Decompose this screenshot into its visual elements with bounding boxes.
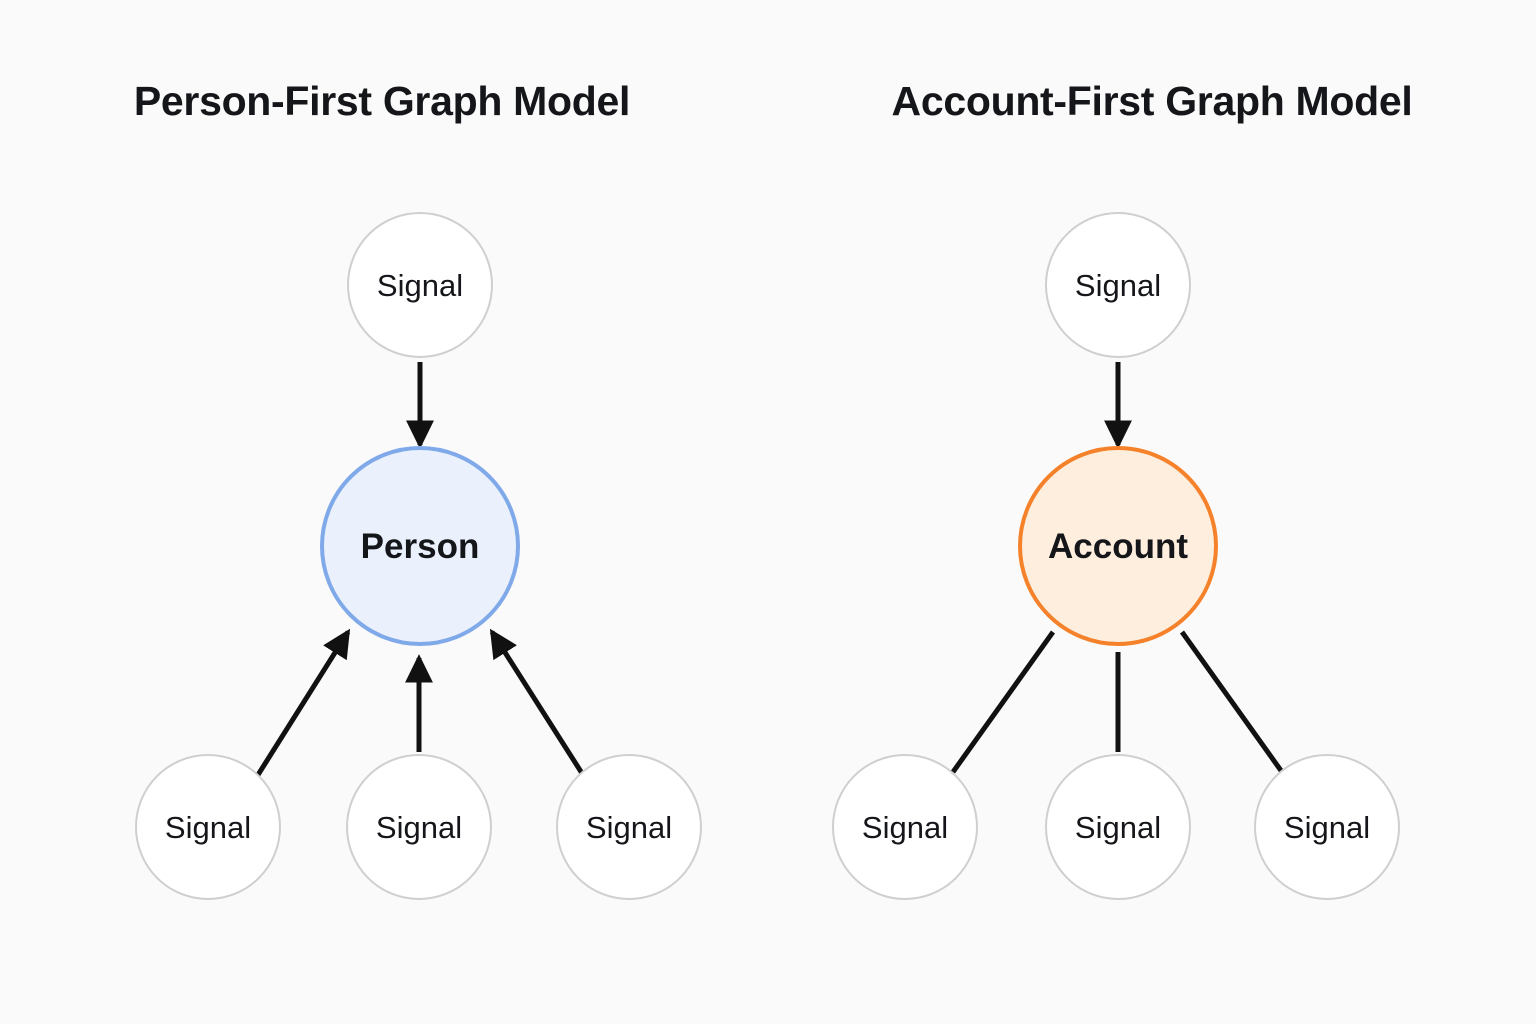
node-signal-top[interactable]: Signal — [1045, 212, 1191, 358]
node-account[interactable]: Account — [1018, 446, 1218, 646]
node-signal-bottom-3[interactable]: Signal — [556, 754, 702, 900]
node-account-label: Account — [1048, 526, 1188, 566]
node-signal-bottom-2[interactable]: Signal — [346, 754, 492, 900]
edge-bottom-signal-1-to-person — [253, 628, 351, 780]
panel-account-first: Account-First Graph Model Signal Account… — [768, 0, 1536, 1024]
node-signal-bottom-3[interactable]: Signal — [1254, 754, 1400, 900]
node-signal-bottom-3-label: Signal — [585, 809, 673, 845]
panel-title-person-first: Person-First Graph Model — [133, 78, 631, 124]
node-signal-top-label: Signal — [1074, 267, 1162, 303]
edges-person-first — [253, 362, 588, 780]
node-person-label: Person — [360, 526, 480, 566]
edge-account-to-bottom-signal-1 — [950, 630, 1056, 774]
panel-person-first: Person-First Graph Model Signal Person S… — [133, 78, 702, 900]
node-signal-bottom-1[interactable]: Signal — [135, 754, 281, 900]
node-signal-bottom-1-label: Signal — [164, 809, 252, 845]
node-signal-bottom-2[interactable]: Signal — [1045, 754, 1191, 900]
node-person[interactable]: Person — [320, 446, 520, 646]
node-signal-bottom-3-label: Signal — [1283, 809, 1371, 845]
node-signal-bottom-1-label: Signal — [861, 809, 949, 845]
node-signal-bottom-2-label: Signal — [1074, 809, 1162, 845]
node-signal-bottom-2-label: Signal — [375, 809, 463, 845]
node-signal-top[interactable]: Signal — [347, 212, 493, 358]
edge-account-to-bottom-signal-3 — [1179, 630, 1285, 774]
edges-account-first — [950, 362, 1285, 774]
edge-bottom-signal-3-to-person — [489, 628, 588, 780]
panel-title-account-first: Account-First Graph Model — [891, 78, 1413, 124]
node-signal-bottom-1[interactable]: Signal — [832, 754, 978, 900]
node-signal-top-label: Signal — [376, 267, 464, 303]
